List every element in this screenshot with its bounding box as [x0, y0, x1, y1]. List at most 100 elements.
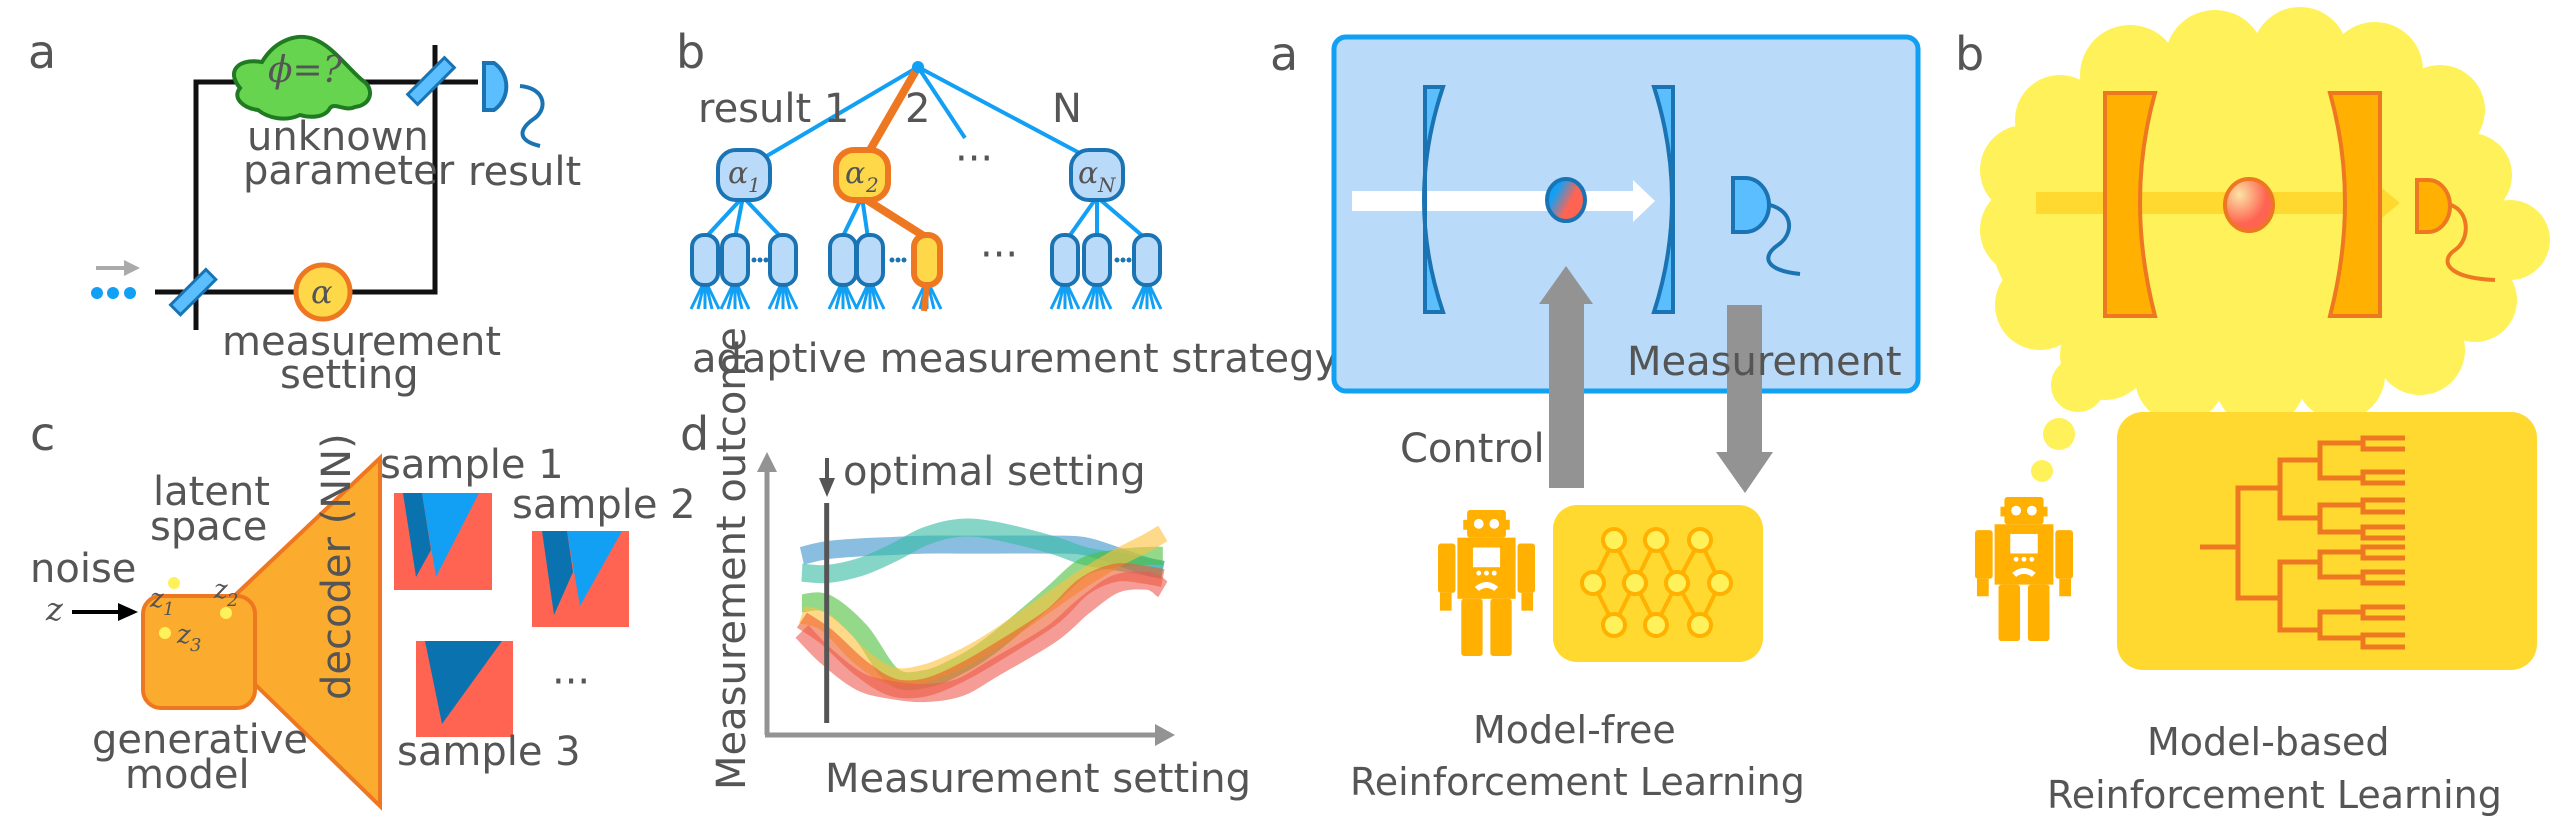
tree-leaf-node [719, 233, 751, 310]
tree-leaf-node [827, 233, 859, 310]
beam-splitter-input [168, 267, 218, 317]
branch-label-n: N [1052, 86, 1082, 132]
tree-leaf-node [689, 233, 721, 310]
tree-node-alpha-2: α 2 [833, 147, 891, 203]
model-based-title-line1: Model-based [2147, 720, 2390, 764]
model-tree-box [2117, 412, 2537, 670]
model-free-title-line1: Model-free [1473, 708, 1676, 752]
cavity-mirror-left-model [2103, 91, 2158, 318]
tree-leaf-node [1131, 233, 1163, 310]
latent-label-line2: space [150, 504, 267, 550]
panel-b-decision-tree: b result 1 2 N α 1 α 2 α N [676, 25, 1338, 382]
sample-image-1 [394, 493, 492, 590]
branch-label-2: 2 [905, 86, 930, 132]
latent-z2: z [213, 575, 228, 605]
panel-letter-b-right: b [1955, 27, 1984, 81]
photon-input [91, 260, 140, 299]
latent-z2-sub: 2 [226, 590, 238, 611]
panel-letter-d: d [680, 407, 709, 461]
measurement-arrow [1727, 305, 1762, 455]
svg-text:α: α [728, 156, 748, 191]
detector-icon-right [1731, 176, 1771, 234]
ellipsis-level1: ··· [955, 136, 993, 182]
nn-neuron [1601, 527, 1627, 553]
series-line-orange [796, 563, 1165, 699]
thought-bubble-small [2031, 460, 2053, 482]
panel-letter-a-right: a [1270, 27, 1298, 81]
detector-cable-right [1766, 203, 1801, 276]
y-axis-label: Measurement outcome [709, 327, 755, 790]
ellipsis-level2: ··· [980, 232, 1018, 278]
panel-d-chart: d optimal setting Measurement outcome Me… [680, 327, 1251, 802]
tree-branches [703, 65, 1147, 240]
tree-root [912, 61, 924, 73]
tree-leaf-node [854, 233, 886, 310]
sample-label-2: sample 2 [512, 482, 696, 528]
alpha-symbol: α [311, 273, 333, 311]
optimal-setting-label: optimal setting [843, 449, 1146, 495]
atom-icon-model [2223, 177, 2275, 233]
svg-text:1: 1 [748, 173, 761, 197]
latent-space-box [141, 594, 257, 710]
detector-cable [519, 84, 545, 148]
svg-text:α: α [845, 156, 865, 191]
nn-neuron [1622, 570, 1648, 596]
latent-z1: z [149, 584, 164, 614]
neural-network-icon [1580, 527, 1733, 638]
tree-leaf-node [767, 233, 799, 310]
branch-label-1: result 1 [698, 86, 849, 132]
leaf-ellipsis-dots [751, 257, 769, 263]
control-arrowhead [1539, 266, 1593, 304]
optimal-setting-arrowhead [819, 478, 835, 497]
thought-cloud [1980, 7, 2550, 482]
thought-bubble-medium [2043, 418, 2075, 450]
detector-icon [482, 61, 509, 112]
beam-splitter-output [405, 55, 457, 107]
latent-label-line1: latent [153, 469, 270, 515]
panel-model-free: a Measurement Control Model-free Reinfor… [1270, 27, 1921, 804]
latent-z1-sub: 1 [163, 599, 174, 620]
model-based-title-line2: Reinforcement Learning [2047, 773, 2502, 817]
tree-leaf-node [911, 232, 943, 312]
series-line-red [795, 571, 1169, 703]
model-label-line1: generative [92, 717, 308, 763]
nn-neuron [1601, 612, 1627, 638]
measurement-label: Measurement [1627, 339, 1902, 385]
phase-symbol: ϕ=? [268, 50, 343, 91]
nn-neuron [1664, 570, 1690, 596]
latent-z3-sub: 3 [190, 635, 201, 656]
noise-symbol: z [45, 590, 64, 628]
measurement-setting-alpha [293, 262, 353, 322]
nn-neuron [1643, 612, 1669, 638]
chart-curves [795, 518, 1169, 703]
control-label: Control [1400, 426, 1545, 472]
leaf-ellipsis-dots [1114, 257, 1132, 263]
x-axis-arrowhead [1155, 724, 1175, 746]
detector-icon-model [2415, 178, 2452, 234]
panel-letter-b: b [676, 25, 705, 79]
nn-neuron [1643, 527, 1669, 553]
latent-point-2 [220, 607, 232, 619]
panel-a-interferometer: a ϕ=? unknown parameter result α measure… [28, 25, 581, 398]
tree-leaf-node [1049, 233, 1081, 310]
measurement-arrowhead [1716, 452, 1773, 493]
noise-arrowhead [118, 603, 138, 621]
x-axis-label: Measurement setting [825, 756, 1251, 802]
nn-neuron [1707, 570, 1733, 596]
panel-letter-c: c [30, 407, 55, 461]
beam-arrowhead [1633, 180, 1655, 222]
robot-agent-icon-model [1975, 497, 2073, 642]
light-beam-model [2036, 192, 2376, 214]
decoder-label: decoder (NN) [314, 433, 360, 700]
robot-agent-icon [1438, 510, 1535, 657]
svg-text:2: 2 [865, 173, 879, 197]
cavity-mirror-right-model [2327, 91, 2382, 318]
leaf-ellipsis-dots [889, 257, 907, 263]
setting-label-line1: measurement [222, 319, 501, 365]
atom-icon [1545, 177, 1587, 223]
nn-neuron [1687, 527, 1713, 553]
noise-label: noise [30, 546, 136, 592]
latent-point-3 [159, 627, 171, 639]
tree-leaves [689, 232, 1163, 312]
